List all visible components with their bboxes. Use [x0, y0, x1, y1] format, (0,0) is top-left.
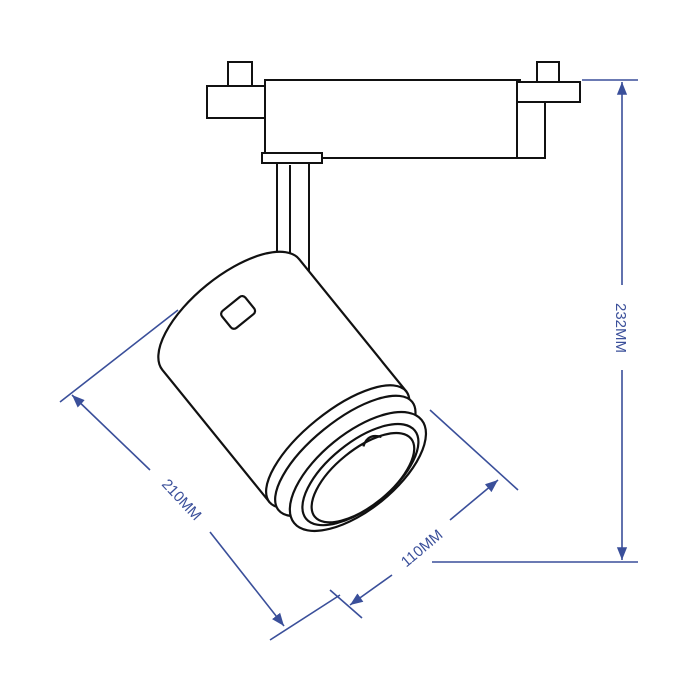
length-dimension-label: 210MM	[158, 476, 205, 524]
mount-slot	[220, 294, 257, 330]
lamp-head	[157, 250, 428, 533]
dimension-lines	[59, 79, 638, 641]
track-adapter	[206, 61, 581, 164]
height-dimension-label: 232MM	[612, 303, 629, 353]
diameter-dimension-label: 110MM	[398, 526, 446, 570]
